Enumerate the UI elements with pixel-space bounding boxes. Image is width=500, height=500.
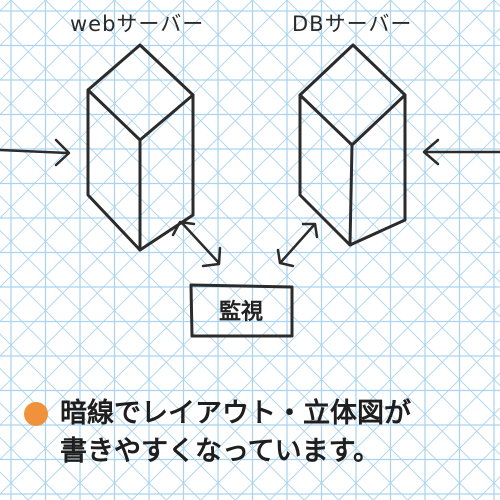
grid-line (0, 160, 339, 500)
caption-line-2: 書きやすくなっています。 (60, 436, 380, 467)
grid-line (0, 91, 408, 500)
grid-line (0, 402, 98, 500)
grid-line (0, 0, 357, 357)
db-server-edge (348, 143, 354, 247)
right-incoming-arrow (422, 138, 500, 166)
monitor-box (189, 283, 294, 338)
grid-line (45, 0, 500, 456)
grid-line (131, 131, 500, 500)
grid-line (200, 200, 500, 500)
grid-line (183, 0, 500, 318)
grid-line (0, 229, 270, 500)
grid-line (373, 372, 500, 500)
grid-line (0, 0, 253, 254)
grid-line (0, 0, 115, 116)
grid-line (269, 269, 500, 500)
grid-line (166, 165, 500, 500)
grid-line (217, 0, 500, 283)
grid-line (321, 0, 500, 180)
db-server-edge (298, 93, 354, 147)
grid-line (114, 0, 500, 387)
grid-line (390, 0, 500, 111)
grid-line (79, 0, 500, 421)
grid-line (252, 0, 500, 249)
grid-line (355, 0, 500, 145)
web-monitor-arrow (171, 220, 222, 268)
grid-line (0, 22, 477, 500)
grid-line (0, 0, 184, 185)
grid-line (0, 298, 201, 500)
grid-line (148, 0, 500, 352)
grid-line (62, 62, 500, 500)
db-monitor-arrow (276, 222, 319, 268)
caption: 暗線でレイアウト・立体図が 書きやすくなっています。 (14, 395, 494, 471)
web-server-box (86, 43, 195, 252)
caption-line-1: 暗線でレイアウト・立体図が (60, 398, 411, 429)
grid-line (0, 367, 132, 500)
grid-line (286, 0, 500, 214)
db-server-box (298, 43, 407, 247)
grid-line (407, 407, 500, 500)
grid-line (235, 234, 500, 500)
grid-line (0, 0, 150, 150)
orange-bullet-icon (24, 402, 48, 426)
grid-line (0, 0, 288, 288)
grid-line (0, 0, 219, 219)
db-server-edge (350, 93, 407, 147)
left-incoming-arrow (0, 138, 71, 167)
web-server-edge (86, 88, 142, 142)
grid-line (0, 0, 322, 323)
grid-line (0, 57, 443, 500)
web-server-label: webサーバー (70, 12, 205, 36)
grid-line (0, 264, 236, 500)
grid-line (0, 126, 374, 500)
db-server-label: DBサーバー (292, 12, 413, 36)
grid-line (0, 195, 305, 500)
monitor-label: 監視 (218, 300, 263, 325)
grid-line (304, 303, 500, 500)
grid-line (338, 338, 500, 500)
web-server-edge (138, 93, 195, 142)
grid-line (97, 96, 500, 500)
grid-line (0, 0, 426, 426)
grid-line (0, 333, 167, 500)
